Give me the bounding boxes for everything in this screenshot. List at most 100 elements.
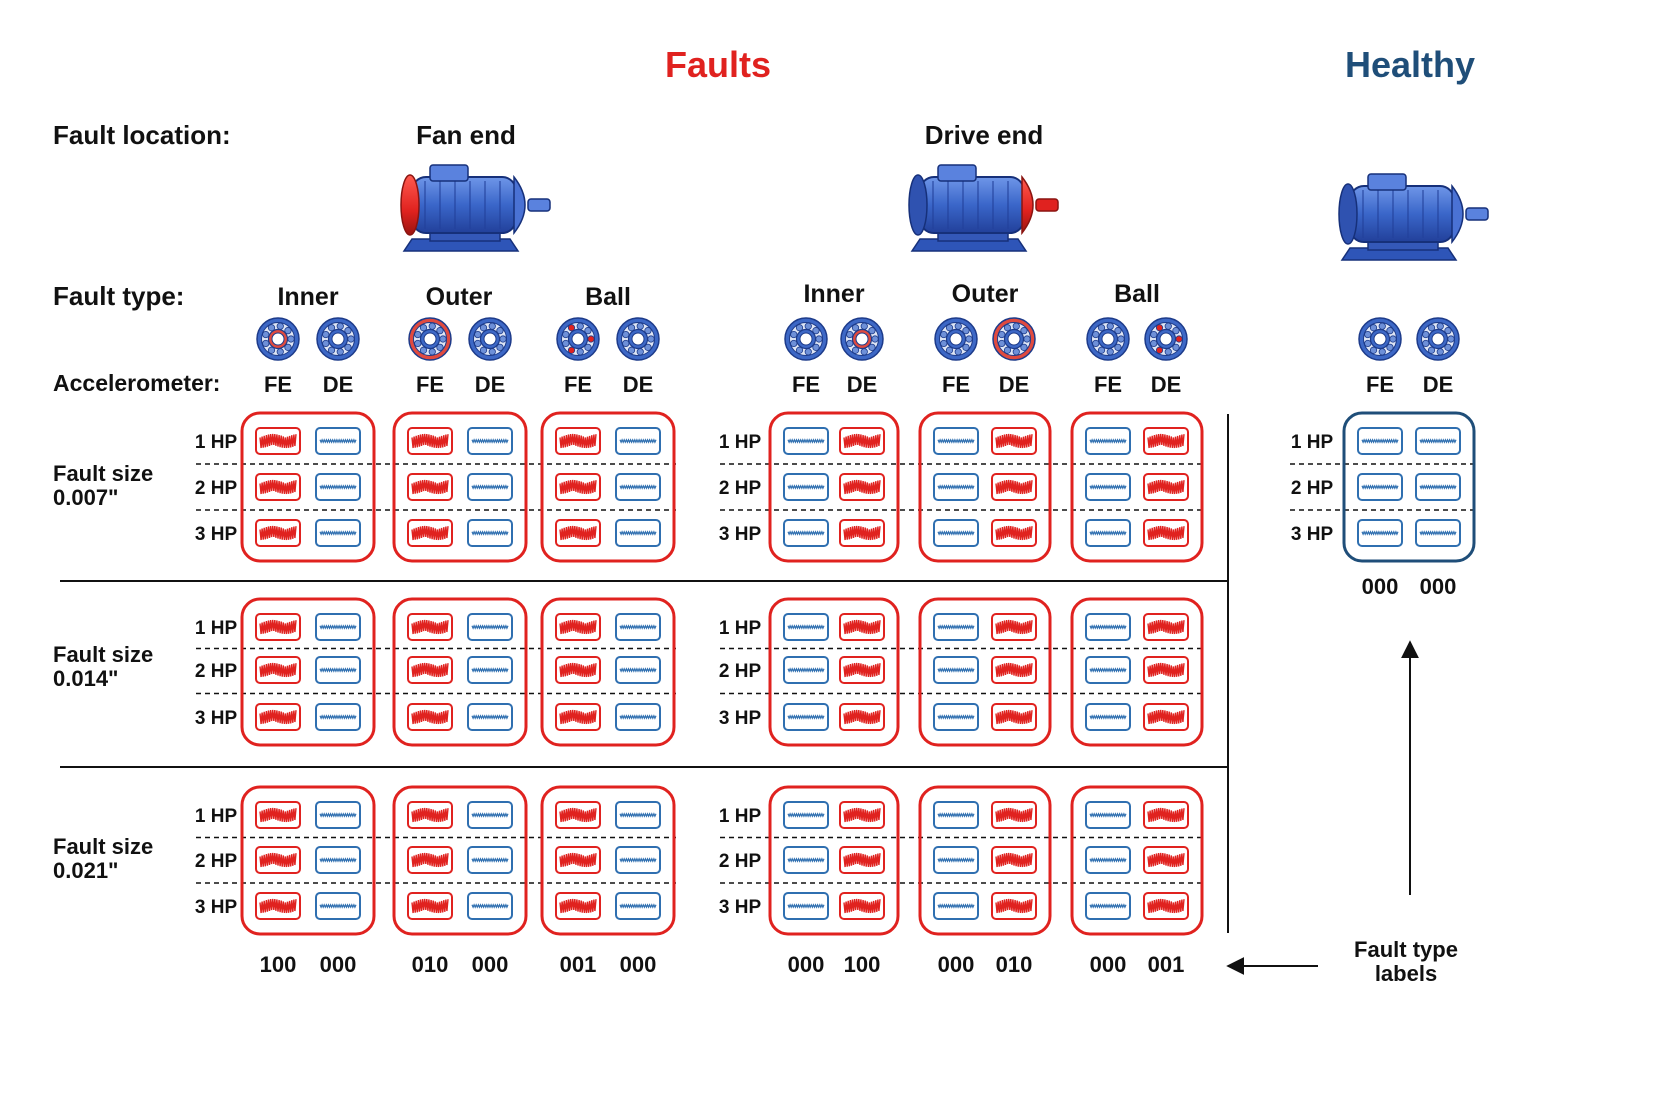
healthy-signal-tile-de	[1415, 473, 1461, 501]
bearing-healthy-icon	[468, 317, 512, 361]
signal-tile-fe	[555, 613, 601, 641]
fault-type-labels-annotation: Fault type labels	[1354, 938, 1458, 986]
signal-tile-de	[991, 427, 1037, 455]
signal-tile-fe	[933, 613, 979, 641]
signal-tile-de	[839, 801, 885, 829]
fault-type-code-label: 000	[938, 952, 975, 977]
motor-icon-drive-end	[908, 164, 1059, 252]
signal-tile-de	[615, 427, 661, 455]
fault-type-code-label: 000	[1090, 952, 1127, 977]
healthy-load-hp-label: 1 HP	[1291, 432, 1334, 453]
fault-type-drive-end-inner: Inner	[803, 280, 864, 308]
signal-tile-de	[615, 801, 661, 829]
signal-tile-fe	[407, 473, 453, 501]
fault-group-frame	[1070, 411, 1204, 563]
signal-tile-de	[839, 519, 885, 547]
healthy-title: Healthy	[1344, 44, 1476, 85]
signal-tile-de	[315, 519, 361, 547]
load-hp-label: 1 HP	[195, 618, 238, 639]
signal-tile-fe	[407, 656, 453, 684]
location-fan-end-label: Fan end	[416, 120, 516, 150]
signal-tile-fe	[255, 892, 301, 920]
signal-tile-fe	[255, 703, 301, 731]
fault-size-label-1-line2: 0.007"	[53, 485, 119, 510]
accelerometer-de-label: DE	[847, 372, 878, 397]
signal-tile-de	[1143, 892, 1189, 920]
signal-tile-de	[315, 656, 361, 684]
signal-tile-de	[991, 801, 1037, 829]
signal-tile-fe	[933, 703, 979, 731]
fault-group-frame	[1070, 597, 1204, 747]
fault-size-label-1-line1: Fault size	[53, 461, 154, 486]
fault-type-code-label: 001	[560, 952, 597, 977]
signal-tile-fe	[555, 473, 601, 501]
healthy-signal-tile-de	[1415, 519, 1461, 547]
signal-tile-de	[615, 703, 661, 731]
fault-type-label: Fault type:	[53, 281, 185, 311]
bearing-healthy-icon	[1416, 317, 1460, 361]
fault-group-frame	[918, 411, 1052, 563]
accelerometer-fe-label: FE	[564, 372, 592, 397]
signal-tile-de	[315, 427, 361, 455]
load-hp-label: 3 HP	[195, 708, 238, 729]
signal-tile-de	[839, 846, 885, 874]
load-hp-label: 2 HP	[195, 851, 238, 872]
fault-location-label: Fault location:	[53, 120, 231, 150]
signal-tile-fe	[255, 801, 301, 829]
signal-tile-fe	[255, 656, 301, 684]
load-hp-label: 2 HP	[719, 851, 762, 872]
fault-size-label-2: Fault size 0.014"	[53, 643, 153, 691]
fault-group-frame	[240, 597, 376, 747]
fault-type-code-label: 001	[1148, 952, 1185, 977]
signal-tile-de	[839, 703, 885, 731]
signal-tile-fe	[783, 519, 829, 547]
signal-tile-de	[1143, 703, 1189, 731]
motor-icon-healthy	[1338, 173, 1489, 261]
signal-tile-de	[1143, 801, 1189, 829]
signal-tile-de	[991, 846, 1037, 874]
signal-tile-de	[1143, 656, 1189, 684]
signal-tile-de	[1143, 427, 1189, 455]
signal-tile-de	[839, 613, 885, 641]
signal-tile-de	[1143, 473, 1189, 501]
bearing-healthy-icon	[316, 317, 360, 361]
signal-tile-de	[615, 519, 661, 547]
fault-type-code-label: 000	[472, 952, 509, 977]
signal-tile-fe	[1085, 473, 1131, 501]
signal-tile-fe	[555, 703, 601, 731]
fault-group-frame	[918, 597, 1052, 747]
bearing-ball-fault-icon	[556, 317, 600, 361]
signal-tile-fe	[783, 801, 829, 829]
fault-group-frame	[240, 785, 376, 936]
healthy-load-hp-label: 3 HP	[1291, 524, 1334, 545]
signal-tile-fe	[255, 519, 301, 547]
load-hp-label: 2 HP	[719, 478, 762, 499]
fault-type-code-label: 100	[844, 952, 881, 977]
signal-tile-fe	[933, 801, 979, 829]
fault-group-frame	[540, 411, 676, 563]
healthy-type-code-label: 000	[1362, 574, 1399, 599]
signal-tile-de	[991, 519, 1037, 547]
bearing-healthy-icon	[616, 317, 660, 361]
signal-tile-fe	[407, 519, 453, 547]
bearing-outer-fault-icon	[408, 317, 452, 361]
load-hp-label: 2 HP	[719, 661, 762, 682]
signal-tile-fe	[555, 656, 601, 684]
location-drive-end-label: Drive end	[924, 120, 1044, 150]
bearing-ball-fault-icon	[1144, 317, 1188, 361]
signal-tile-de	[839, 473, 885, 501]
fault-size-label-2-line1: Fault size	[53, 642, 154, 667]
signal-tile-fe	[407, 846, 453, 874]
healthy-signal-tile-de	[1415, 427, 1461, 455]
healthy-load-hp-label: 2 HP	[1291, 478, 1334, 499]
signal-tile-de	[467, 846, 513, 874]
signal-tile-fe	[1085, 613, 1131, 641]
signal-tile-de	[615, 846, 661, 874]
accelerometer-fe-label: FE	[264, 372, 292, 397]
signal-tile-fe	[933, 427, 979, 455]
signal-tile-fe	[783, 427, 829, 455]
fault-type-code-label: 000	[788, 952, 825, 977]
healthy-group-frame	[1342, 411, 1476, 563]
signal-tile-de	[315, 613, 361, 641]
load-hp-label: 1 HP	[719, 618, 762, 639]
